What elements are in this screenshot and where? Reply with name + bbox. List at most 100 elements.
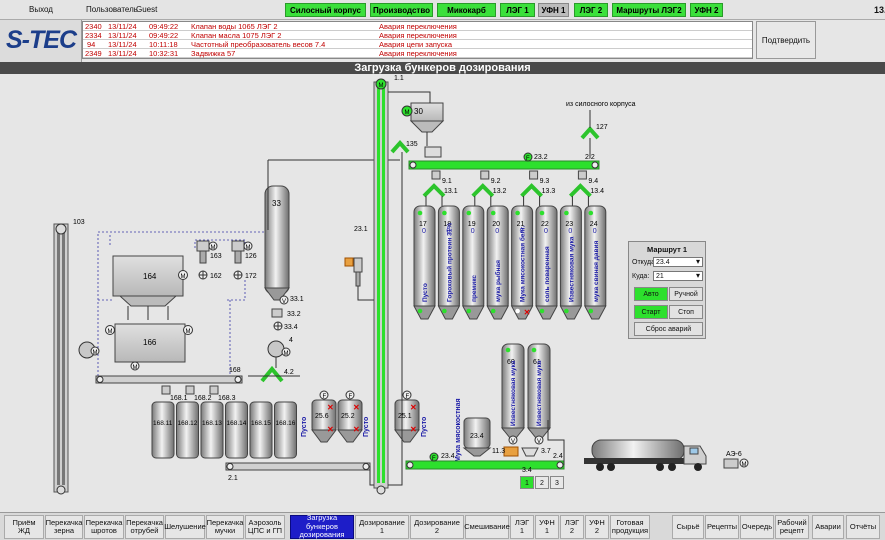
feeder-11-3[interactable]: 11.3 3.7: [492, 446, 551, 457]
nav-queue[interactable]: Очередь: [740, 515, 774, 539]
tab-leg2[interactable]: ЛЭГ 2: [574, 3, 608, 17]
silo-product: Мука мясокостная белг.: [519, 225, 527, 302]
bin-168.11[interactable]: 168.11: [151, 401, 175, 459]
nav-alarms[interactable]: Аварии: [812, 515, 844, 539]
confirm-button[interactable]: Подтвердить: [756, 21, 816, 59]
feed-diverter-9.1[interactable]: 9.113.1: [422, 170, 458, 206]
nav-finished-product[interactable]: Готовая продукция: [610, 515, 650, 539]
bin-25.1[interactable]: F25.1✕✕: [394, 390, 420, 443]
nav-working-recipe[interactable]: Рабочий рецепт: [775, 515, 809, 539]
tab-routes-leg2[interactable]: Маршруты ЛЭГ2: [612, 3, 686, 17]
feed-diverter-9.4[interactable]: 9.413.4: [568, 170, 604, 206]
conveyor-23-2[interactable]: F 23.2 2.2: [408, 152, 600, 170]
elevator-23-1[interactable]: 23.1: [344, 226, 374, 301]
bin-168.16[interactable]: 168.16: [274, 401, 297, 459]
bin-168.14[interactable]: 168.14: [225, 401, 248, 459]
tab-mikokarb[interactable]: Микокарб: [437, 3, 496, 17]
alarm-row[interactable]: 2340 13/11/24 09:49:22 Клапан воды 1065 …: [83, 22, 752, 31]
alarm-row[interactable]: 94 13/11/24 10:11:18 Частотный преобразо…: [83, 40, 752, 49]
bin-23-4[interactable]: 23.4 Мука мясокостная: [455, 398, 492, 462]
page-2-button[interactable]: 2: [535, 476, 549, 489]
valve-172[interactable]: 172: [233, 270, 257, 280]
bin-168.13[interactable]: 168.13: [200, 401, 224, 459]
diverter-127[interactable]: 127: [580, 124, 608, 140]
page-3-button[interactable]: 3: [550, 476, 564, 489]
nav-bunker-loading[interactable]: Загрузка бункеров дозирования: [290, 514, 354, 539]
valve-163[interactable]: M 163: [196, 240, 222, 264]
nav-meal-transfer[interactable]: Перекачка шротов: [84, 515, 124, 539]
bin-25.2[interactable]: F25.2✕✕: [337, 390, 363, 443]
svg-text:✕: ✕: [327, 425, 334, 434]
nav-flour-transfer[interactable]: Перекачка мучки: [206, 515, 244, 539]
start-button[interactable]: Старт: [634, 305, 668, 319]
nav-rail-intake[interactable]: Приём ЖД: [4, 515, 44, 539]
nav-bran-transfer[interactable]: Перекачка отрубей: [125, 515, 164, 539]
nav-leg1[interactable]: ЛЭГ 1: [510, 515, 534, 539]
conveyor-2-1[interactable]: 2.1: [225, 462, 371, 482]
bunker-166[interactable]: 166 M M: [105, 323, 193, 363]
silo-33[interactable]: 33 V 33.1 33.2 33.4 M 4: [264, 185, 304, 358]
bunker-164[interactable]: 164 M: [112, 255, 188, 307]
conveyor-23-4[interactable]: F 23.4 2.4: [405, 452, 565, 470]
auto-button[interactable]: Авто: [634, 287, 668, 301]
bin-25-6-status: Пусто: [301, 417, 308, 437]
page-1-button[interactable]: 1: [520, 476, 534, 489]
nav-dosing-1[interactable]: Дозирование 1: [355, 515, 409, 539]
aspiration-fan-ae6[interactable]: АЭ-6 M: [723, 451, 749, 469]
feed-diverter-9.2[interactable]: 9.213.2: [471, 170, 507, 206]
bin-168.12[interactable]: 168.12: [176, 401, 199, 459]
alarm-row[interactable]: 2334 13/11/24 09:49:22 Клапан масла 1075…: [83, 31, 752, 40]
reset-alarms-button[interactable]: Сброс аварий: [634, 322, 703, 336]
svg-text:1.1: 1.1: [394, 75, 404, 82]
exit-button[interactable]: Выход: [0, 0, 82, 20]
alarm-list[interactable]: 2340 13/11/24 09:49:22 Клапан воды 1065 …: [82, 21, 753, 59]
tab-leg1[interactable]: ЛЭГ 1: [500, 3, 535, 17]
elevator-103[interactable]: 103: [53, 219, 85, 495]
nav-reports[interactable]: Отчёты: [846, 515, 880, 539]
silo-level: 0: [520, 228, 524, 235]
bin-168.15[interactable]: 168.15: [249, 401, 273, 459]
rotary-feeder-left[interactable]: M: [78, 341, 100, 359]
nav-dosing-2[interactable]: Дозирование 2: [410, 515, 464, 539]
alarm-row[interactable]: 2349 13/11/24 10:32:31 Задвижка 57 Авари…: [83, 49, 752, 58]
valve-162[interactable]: 162: [198, 270, 222, 280]
conveyor-168[interactable]: 168: [95, 367, 243, 384]
manual-button[interactable]: Ручной: [669, 287, 703, 301]
diverter-135[interactable]: 135: [390, 139, 418, 154]
nav-leg2[interactable]: ЛЭГ 2: [560, 515, 584, 539]
tab-production[interactable]: Производство: [370, 3, 433, 17]
svg-text:✕: ✕: [410, 403, 417, 412]
tab-silo-building[interactable]: Силосный корпус: [285, 3, 366, 17]
silo-level: 0: [471, 228, 475, 235]
tab-ufn2[interactable]: УФН 2: [690, 3, 723, 17]
nav-ufn1[interactable]: УФН 1: [535, 515, 559, 539]
feed-diverter-9.3[interactable]: 9.313.3: [520, 170, 556, 206]
bin-25.6[interactable]: F25.6✕✕: [311, 390, 337, 443]
hopper-30[interactable]: M 30: [401, 102, 445, 158]
elevator-1-1[interactable]: M 1.1: [373, 75, 404, 495]
tab-ufn1[interactable]: УФН 1: [538, 3, 569, 17]
nav-aerosol[interactable]: Аэрозоль ЦПС и ГП: [245, 515, 285, 539]
svg-text:23.1: 23.1: [354, 226, 368, 233]
nav-raw-materials[interactable]: Сырьё: [672, 515, 704, 539]
stop-button[interactable]: Стоп: [669, 305, 703, 319]
diverter-4-2[interactable]: 4.2: [260, 365, 294, 383]
nav-recipes[interactable]: Рецепты: [705, 515, 739, 539]
route-to-select[interactable]: 21: [653, 271, 703, 281]
nav-hulling[interactable]: Шелушение: [164, 515, 206, 539]
nav-grain-transfer[interactable]: Перекачка зерна: [45, 515, 83, 539]
nav-mixing[interactable]: Смешивание: [464, 515, 510, 539]
nav-ufn2[interactable]: УФН 2: [585, 515, 609, 539]
valve-126[interactable]: M 126: [231, 240, 257, 264]
route-from-select[interactable]: 23.4: [653, 257, 703, 267]
